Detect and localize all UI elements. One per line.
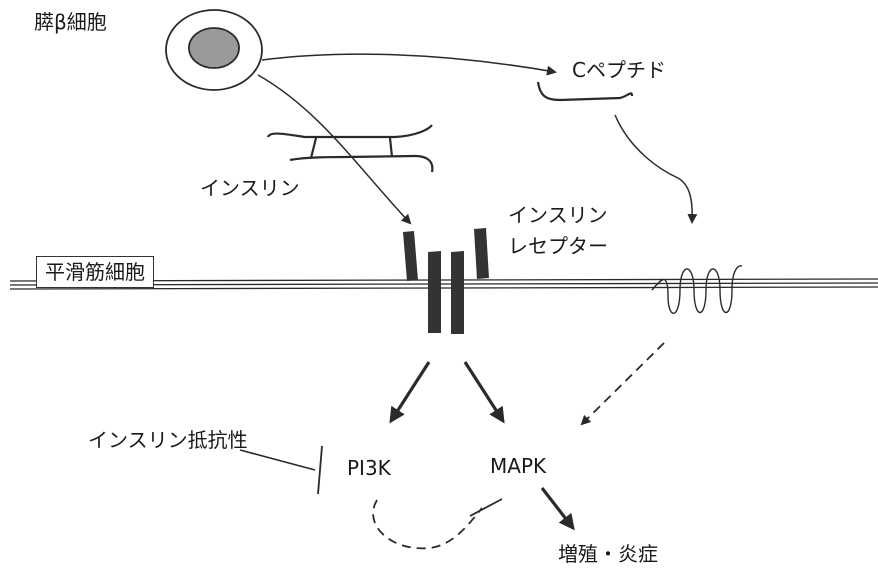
arrow-receptor-to-pi3k xyxy=(389,361,431,424)
label-mapk: MAPK xyxy=(490,454,547,478)
beta-cell-nucleus xyxy=(188,27,240,69)
label-insulin-receptor-line2: レセプター xyxy=(508,234,608,258)
label-pi3k: PI3K xyxy=(347,456,391,480)
arrow-gpcr-to-mapk xyxy=(580,342,665,426)
label-beta-cell: 膵β細胞 xyxy=(34,10,107,34)
label-insulin: インスリン xyxy=(200,176,300,200)
gpcr-receptor xyxy=(651,265,743,314)
label-insulin-receptor-line1: インスリン xyxy=(508,203,608,227)
receptor-bar-inner-left xyxy=(428,251,441,333)
c-peptide-molecule xyxy=(536,81,634,102)
arrow-beta-to-cpeptide xyxy=(261,53,557,76)
insulin-receptor xyxy=(403,228,489,334)
beta-cell-membrane xyxy=(165,9,263,91)
label-smooth-muscle-cell: 平滑筋細胞 xyxy=(36,256,154,288)
receptor-bar-right xyxy=(474,228,489,279)
label-proliferation-inflammation: 増殖・炎症 xyxy=(558,542,658,566)
label-insulin-resistance: インスリン抵抗性 xyxy=(88,428,248,452)
label-c-peptide: Cペプチド xyxy=(572,58,666,82)
arrow-receptor-to-mapk xyxy=(463,361,505,424)
arrow-cpeptide-to-gpcr xyxy=(614,114,698,224)
receptor-bar-inner-right xyxy=(451,251,464,334)
inhibition-pi3k-to-mapk xyxy=(372,498,503,550)
insulin-molecule xyxy=(266,124,434,173)
beta-cell xyxy=(165,9,263,91)
receptor-bar-left xyxy=(403,231,418,281)
arrow-beta-to-receptor xyxy=(257,74,412,225)
inhibition-resistance-to-pi3k xyxy=(239,445,323,495)
arrow-mapk-to-proliferation xyxy=(540,487,575,531)
